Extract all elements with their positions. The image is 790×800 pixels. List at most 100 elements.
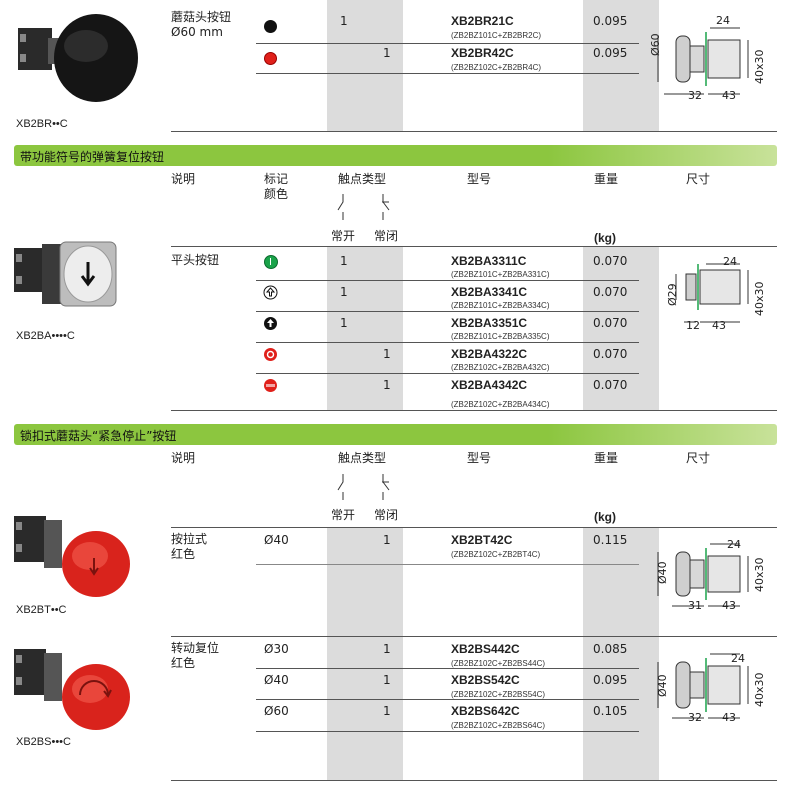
dimension-label: 24: [716, 14, 730, 27]
header-contact-type: 触点类型: [338, 451, 387, 465]
dimension-drawing: [657, 543, 749, 607]
product-caption: XB2BA••••C: [16, 330, 75, 342]
weight-column-shade: [583, 527, 659, 780]
dimension-label: Ø60: [649, 33, 662, 56]
header-model: 型号: [467, 451, 492, 465]
section-divider: [171, 780, 777, 781]
dimension-label: 40x30: [753, 557, 766, 592]
product-photo-emergency-turn-release: [12, 645, 132, 731]
section-title: 带功能符号的弹簧复位按钮: [20, 150, 165, 164]
no-column-shade: [327, 527, 403, 780]
mark-diameter: Ø30: [264, 642, 289, 656]
row-divider: [256, 564, 639, 565]
section-band: 带功能符号的弹簧复位按钮: [14, 145, 777, 166]
no-value: 1: [340, 285, 348, 299]
header-dimensions: 尺寸: [686, 451, 711, 465]
header-description: 说明: [171, 172, 196, 186]
row-divider: [256, 342, 639, 343]
row-divider: [256, 731, 639, 732]
red-dot-icon: [264, 52, 277, 65]
dimension-label: 40x30: [753, 281, 766, 316]
model-number: XB2BA3351C: [451, 316, 528, 330]
nc-value: 1: [383, 46, 391, 60]
row-description: 转动复位 红色: [171, 641, 220, 670]
row-description: 蘑菇头按钮 Ø60 mm: [171, 10, 232, 39]
header-weight: 重量: [594, 172, 619, 186]
header-divider: [171, 527, 777, 528]
model-number: XB2BA4322C: [451, 347, 528, 361]
green-i-bar: [270, 258, 271, 265]
dimension-label: 31: [688, 599, 702, 612]
no-value: 1: [340, 14, 348, 28]
model-number: XB2BS442C: [451, 642, 520, 656]
section-title: 锁扣式蘑菇头“紧急停止”按钮: [20, 429, 177, 443]
weight-value: 0.070: [593, 316, 628, 330]
dimension-label: 40x30: [753, 672, 766, 707]
no-column-shade: [327, 246, 403, 410]
model-number: XB2BA3311C: [451, 254, 527, 268]
dimension-label: 24: [731, 652, 745, 665]
header-kg: (kg): [594, 510, 616, 524]
dimension-label: 24: [723, 255, 737, 268]
section-band: 锁扣式蘑菇头“紧急停止”按钮: [14, 424, 777, 445]
model-components: (ZB2BZ101C+ZB2BA334C): [451, 301, 550, 310]
nc-value: 1: [383, 673, 391, 687]
weight-column-shade: [583, 246, 659, 410]
model-components: (ZB2BZ102C+ZB2BR4C): [451, 63, 542, 72]
dimension-label: 43: [722, 599, 736, 612]
model-number: XB2BS642C: [451, 704, 520, 718]
up-arrow-black-icon: [264, 317, 277, 330]
product-caption: XB2BS•••C: [16, 736, 71, 748]
dimension-label: Ø40: [656, 674, 669, 697]
row-divider: [256, 668, 639, 669]
mark-diameter: Ø40: [264, 533, 289, 547]
mark-diameter: Ø60: [264, 704, 289, 718]
weight-column-shade: [583, 0, 659, 131]
dimension-label: 43: [722, 711, 736, 724]
nc-contact-symbol-icon: [382, 474, 390, 500]
dimension-label: 43: [712, 319, 726, 332]
product-caption: XB2BT••C: [16, 604, 67, 616]
product-photo-mushroom-black: [12, 8, 142, 108]
model-number: XB2BS542C: [451, 673, 520, 687]
header-contact-type: 触点类型: [338, 172, 387, 186]
header-dimensions: 尺寸: [686, 172, 711, 186]
model-components: (ZB2BZ102C+ZB2BA434C): [451, 400, 550, 409]
row-description: 平头按钮: [171, 253, 220, 267]
no-column-shade: [327, 0, 403, 131]
header-no: 常开: [331, 229, 356, 243]
header-nc: 常闭: [374, 229, 399, 243]
weight-value: 0.070: [593, 378, 628, 392]
row-divider: [256, 311, 639, 312]
dimension-label: 40x30: [753, 49, 766, 84]
row-divider: [256, 280, 639, 281]
green-i-icon: [264, 255, 278, 269]
model-components: (ZB2BZ101C+ZB2BA335C): [451, 332, 550, 341]
section-divider: [171, 410, 777, 411]
product-photo-emergency-push-pull: [12, 512, 132, 598]
no-value: 1: [340, 316, 348, 330]
weight-value: 0.070: [593, 254, 628, 268]
model-number: XB2BR21C: [451, 14, 514, 28]
row-divider: [256, 43, 639, 44]
model-number: XB2BT42C: [451, 533, 513, 547]
model-components: (ZB2BZ102C+ZB2BT4C): [451, 550, 541, 559]
section-divider: [171, 131, 777, 132]
product-caption: XB2BR••C: [16, 118, 68, 130]
nc-value: 1: [383, 533, 391, 547]
dimension-label: Ø29: [666, 283, 679, 306]
weight-value: 0.095: [593, 14, 628, 28]
dimension-drawing: [675, 263, 749, 323]
header-mark-color: 标记 颜色: [264, 172, 289, 201]
red-o-icon: [264, 348, 277, 361]
header-nc: 常闭: [374, 508, 399, 522]
nc-contact-symbol-icon: [382, 194, 390, 220]
weight-value: 0.095: [593, 46, 628, 60]
model-number: XB2BR42C: [451, 46, 514, 60]
dimension-label: Ø40: [656, 561, 669, 584]
product-photo-flush-arrow: [12, 240, 117, 320]
stop-icon: [264, 379, 277, 392]
dimension-label: 24: [727, 538, 741, 551]
model-components: (ZB2BZ101C+ZB2BR2C): [451, 31, 542, 40]
weight-value: 0.085: [593, 642, 628, 656]
